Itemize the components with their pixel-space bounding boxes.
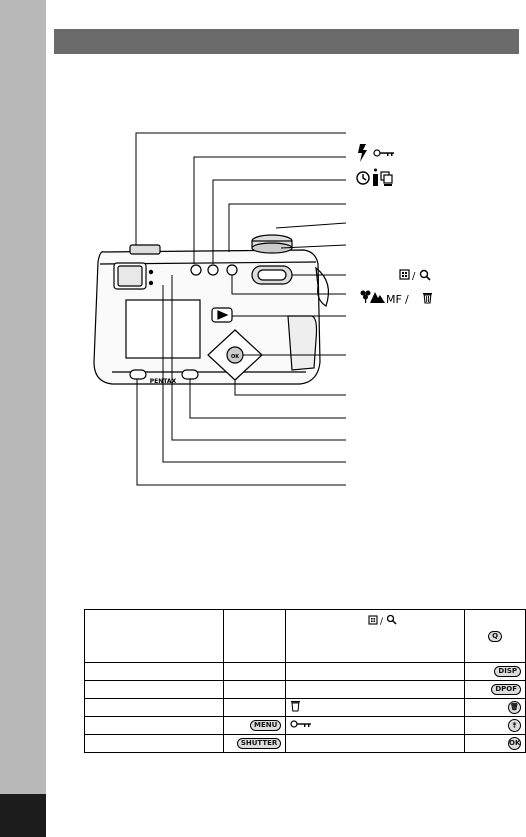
remote-icon bbox=[373, 168, 378, 186]
table-cell bbox=[83, 716, 225, 735]
callout-icons: / MF / bbox=[356, 144, 432, 306]
trash-icon bbox=[423, 293, 432, 304]
table-cell: ⚵ bbox=[464, 716, 526, 735]
table-cell bbox=[223, 680, 287, 699]
table-cell bbox=[285, 662, 466, 681]
table-row: DISP bbox=[83, 662, 526, 681]
landscape-icon bbox=[370, 292, 385, 303]
svg-text:/: / bbox=[412, 271, 416, 282]
table-cell: / bbox=[285, 609, 466, 663]
table-cell bbox=[285, 734, 466, 753]
ok-key-icon: OK bbox=[508, 737, 521, 750]
table-cell bbox=[83, 662, 225, 681]
dpof-key-icon: DPOF bbox=[491, 684, 521, 695]
table-cell bbox=[223, 662, 287, 681]
table-cell bbox=[285, 698, 466, 717]
table-cell bbox=[285, 716, 466, 735]
table-row: DPOF bbox=[83, 680, 526, 699]
svg-text:OK: OK bbox=[231, 354, 240, 360]
mf-label: MF bbox=[386, 293, 402, 306]
key-protect-icon bbox=[290, 720, 312, 728]
trash-key-icon: 🗑 bbox=[508, 701, 521, 714]
flash-icon bbox=[358, 144, 367, 162]
protect-key-icon: ⚵ bbox=[508, 719, 521, 732]
table-cell: 🗑 bbox=[464, 698, 526, 717]
table-row: SHUTTER OK bbox=[83, 734, 526, 753]
leader-lines bbox=[135, 132, 347, 486]
table-cell bbox=[223, 609, 287, 663]
thumbnail-zoom-icons: / bbox=[368, 614, 397, 627]
thumbnail-icon bbox=[399, 269, 410, 280]
table-cell: OK bbox=[464, 734, 526, 753]
side-tab-marker bbox=[0, 794, 46, 837]
svg-text:/: / bbox=[405, 293, 409, 306]
table-cell bbox=[83, 734, 225, 753]
disp-key-icon: DISP bbox=[494, 666, 521, 677]
shutter-key-icon: SHUTTER bbox=[236, 738, 282, 749]
table-cell bbox=[285, 680, 466, 699]
table-cell: DPOF bbox=[464, 680, 526, 699]
button-function-table: / Q DISP DPOF bbox=[83, 609, 526, 753]
table-cell: DISP bbox=[464, 662, 526, 681]
table-cell bbox=[223, 698, 287, 717]
table-cell bbox=[83, 609, 225, 663]
trash-icon bbox=[291, 701, 301, 712]
macro-icon bbox=[360, 290, 371, 303]
camera-body bbox=[93, 234, 329, 385]
table-cell bbox=[83, 680, 225, 699]
section-header-bar bbox=[54, 29, 519, 54]
continuous-shooting-icon bbox=[380, 171, 393, 186]
svg-text:/: / bbox=[380, 617, 384, 627]
table-cell: Q bbox=[464, 609, 526, 663]
table-row: MENU ⚵ bbox=[83, 716, 526, 735]
self-timer-icon bbox=[356, 171, 370, 185]
zoom-key-icon: Q bbox=[488, 630, 503, 642]
side-tab bbox=[0, 0, 46, 837]
table-row: / Q bbox=[83, 609, 526, 663]
table-row: 🗑 bbox=[83, 698, 526, 717]
camera-back-diagram: PENTAX OK bbox=[93, 132, 432, 486]
menu-key-icon: MENU bbox=[250, 720, 282, 731]
key-protect-icon bbox=[373, 149, 394, 157]
table-cell: MENU bbox=[223, 716, 287, 735]
zoom-icon bbox=[419, 269, 431, 281]
table-cell bbox=[83, 698, 225, 717]
table-cell: SHUTTER bbox=[223, 734, 287, 753]
